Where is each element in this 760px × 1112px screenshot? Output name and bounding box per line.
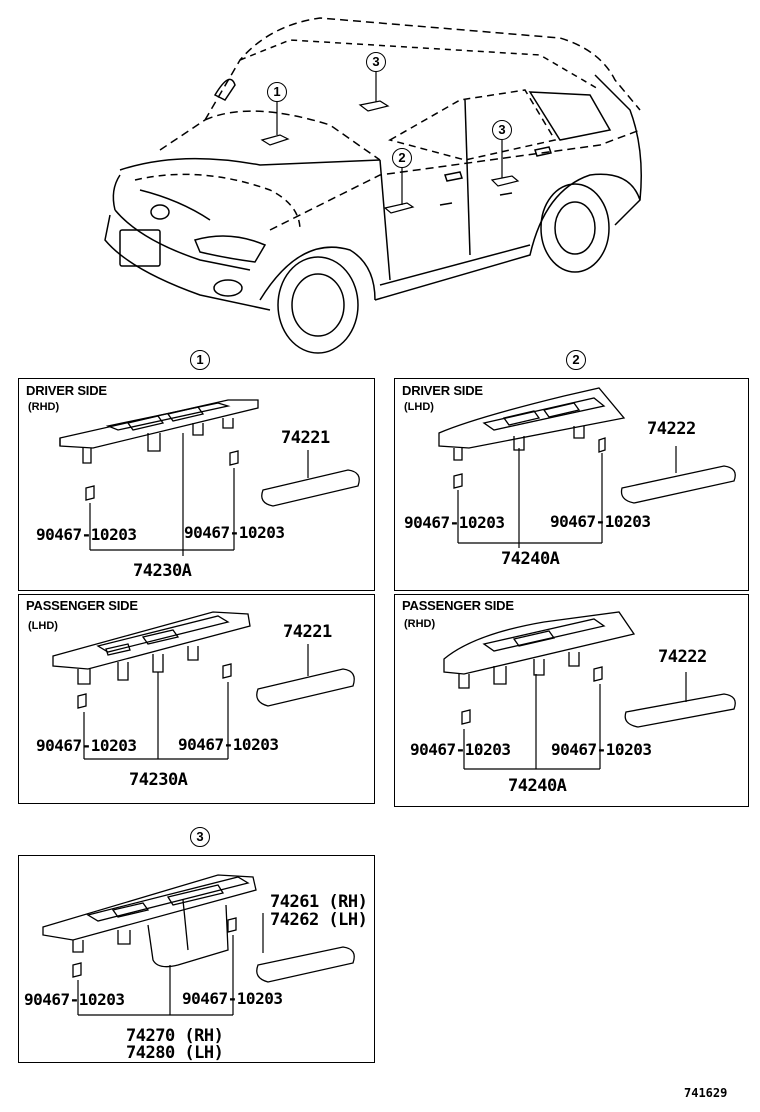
panel3-clip-left-part-number: 90467-10203 <box>36 736 137 755</box>
panel1-subtitle: (RHD) <box>28 401 60 413</box>
panel1-cover-part-number: 74221 <box>281 428 330 448</box>
panel3-cover-part-number: 74221 <box>283 622 332 642</box>
panel3-assembly-part-number: 74230A <box>129 770 188 790</box>
callout-3-top-a: 3 <box>366 52 386 72</box>
panel-driver-side-rhd <box>18 378 375 591</box>
panel5-cover-rh-part-number: 74261 (RH) <box>270 892 368 912</box>
panel5-assembly-rh-part-number: 74270 (RH) <box>126 1026 224 1046</box>
panel4-cover-part-number: 74222 <box>658 647 707 667</box>
panel5-cover-lh-part-number: 74262 (LH) <box>270 910 368 930</box>
panel1-clip-right-part-number: 90467-10203 <box>184 523 285 542</box>
panel2-assembly-part-number: 74240A <box>501 549 560 569</box>
callout-2-top: 2 <box>392 148 412 168</box>
panel5-switch-drawing <box>42 874 355 1016</box>
panel3-subtitle: (LHD) <box>28 620 58 632</box>
panel5-assembly-lh-part-number: 74280 (LH) <box>126 1043 224 1063</box>
panel-driver-side-lhd <box>394 378 749 591</box>
callout-1-top: 1 <box>267 82 287 102</box>
panel1-title: DRIVER SIDE <box>26 383 107 398</box>
panel2-title: DRIVER SIDE <box>402 383 483 398</box>
vehicle-overview-illustration <box>104 17 642 354</box>
panel2-clip-right-part-number: 90467-10203 <box>550 512 651 531</box>
panel-rear-door <box>18 855 375 1063</box>
figure-number: 741629 <box>684 1086 728 1100</box>
callout-3-section: 3 <box>190 827 210 847</box>
panel4-title: PASSENGER SIDE <box>402 598 514 613</box>
panel4-subtitle: (RHD) <box>404 618 436 630</box>
panel4-clip-left-part-number: 90467-10203 <box>410 740 511 759</box>
panel5-clip-left-part-number: 90467-10203 <box>24 990 125 1009</box>
panel4-clip-right-part-number: 90467-10203 <box>551 740 652 759</box>
panel-passenger-side-rhd <box>394 594 749 807</box>
panel3-title: PASSENGER SIDE <box>26 598 138 613</box>
panel-passenger-side-lhd <box>18 594 375 804</box>
panel2-clip-left-part-number: 90467-10203 <box>404 513 505 532</box>
panel4-switch-drawing <box>443 611 736 770</box>
panel4-assembly-part-number: 74240A <box>508 776 567 796</box>
panel2-switch-drawing <box>438 387 736 548</box>
callout-2-section: 2 <box>566 350 586 370</box>
callout-1-section: 1 <box>190 350 210 370</box>
panel2-cover-part-number: 74222 <box>647 419 696 439</box>
callout-3-top-b: 3 <box>492 120 512 140</box>
panel1-clip-left-part-number: 90467-10203 <box>36 525 137 544</box>
panel5-clip-right-part-number: 90467-10203 <box>182 989 283 1008</box>
panel2-subtitle: (LHD) <box>404 401 434 413</box>
panel3-clip-right-part-number: 90467-10203 <box>178 735 279 754</box>
panel1-switch-drawing <box>59 399 360 556</box>
panel3-switch-drawing <box>52 611 355 760</box>
panel1-assembly-part-number: 74230A <box>133 561 192 581</box>
